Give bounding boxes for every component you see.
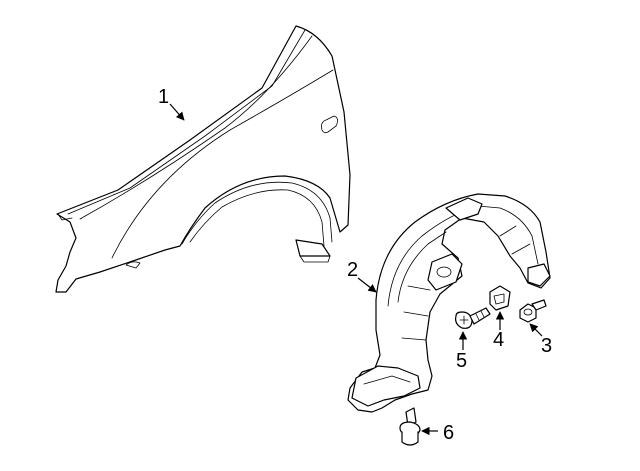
clip-nut-drawing	[489, 285, 511, 311]
callout-5: 5	[456, 350, 467, 372]
callout-2: 2	[347, 259, 358, 281]
screw-drawing	[455, 307, 491, 329]
push-retainer-drawing	[399, 407, 421, 446]
leader-1	[169, 103, 185, 121]
leader-3	[529, 323, 543, 337]
callout-4: 4	[493, 329, 504, 351]
callout-6: 6	[443, 422, 454, 444]
leader-lines	[169, 103, 543, 436]
bolt-drawing	[519, 299, 547, 323]
leader-2	[357, 277, 377, 293]
callout-labels: 1 2 3 4 5 6	[158, 86, 552, 444]
fender-drawing	[55, 25, 351, 293]
callout-1: 1	[158, 86, 169, 108]
fender-liner-drawing	[347, 193, 551, 413]
callout-3: 3	[541, 335, 552, 357]
